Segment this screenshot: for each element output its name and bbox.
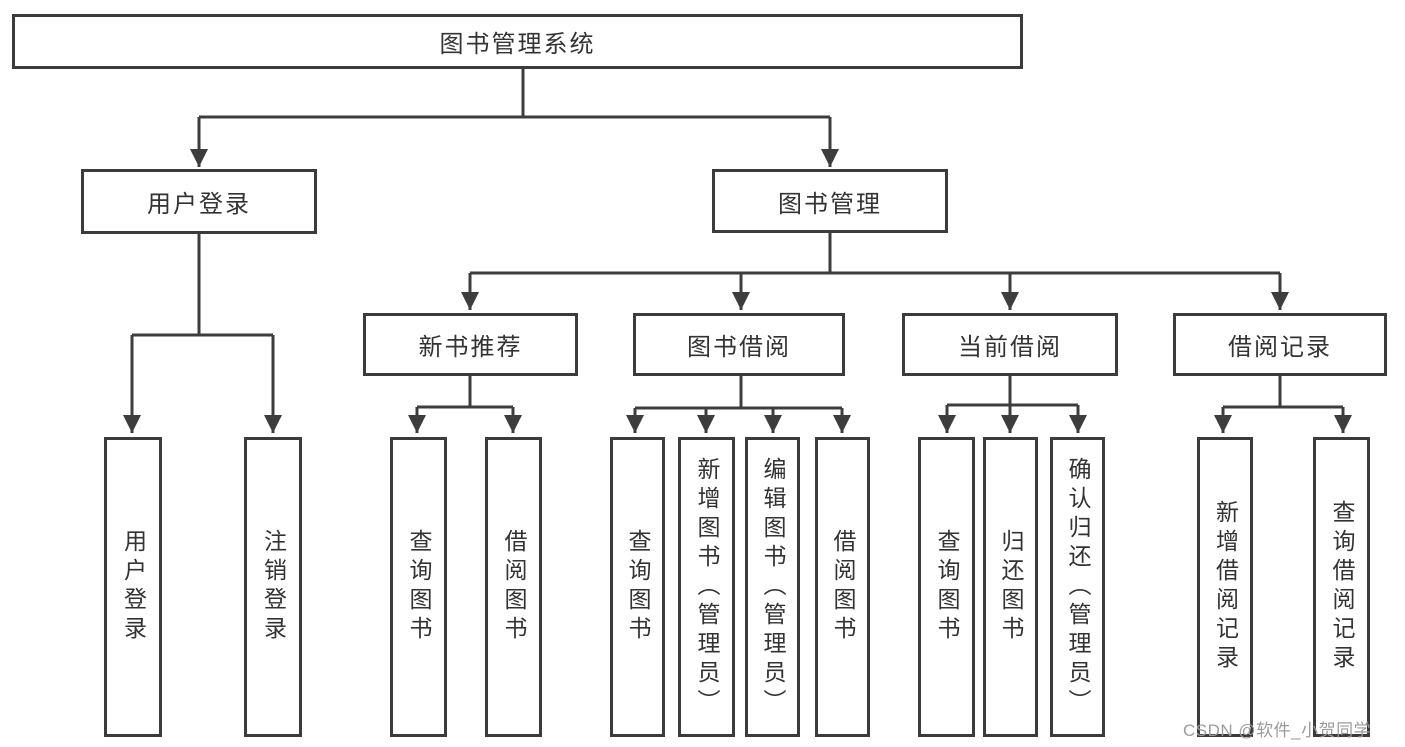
node-new-book-recommend-label: 新书推荐 xyxy=(418,334,523,361)
node-library-system: 图书管理系统 xyxy=(12,14,1023,69)
leaf-borrow-books-1-label: 借阅图书 xyxy=(501,529,527,645)
leaf-user-login-label: 用户登录 xyxy=(120,529,147,645)
leaf-logout-label: 注销登录 xyxy=(260,529,287,645)
node-book-management: 图书管理 xyxy=(712,169,948,233)
leaf-edit-books-admin-label: 编辑图书（管理员） xyxy=(760,456,786,718)
leaf-query-books-3-label: 查询图书 xyxy=(934,529,960,645)
leaf-add-borrow-record: 新增借阅记录 xyxy=(1197,437,1253,737)
leaf-query-books-2-label: 查询图书 xyxy=(625,529,651,645)
leaf-query-books-2: 查询图书 xyxy=(610,437,665,737)
leaf-query-books-3: 查询图书 xyxy=(918,437,975,737)
leaf-return-books: 归还图书 xyxy=(983,437,1038,737)
node-book-management-label: 图书管理 xyxy=(778,190,882,218)
leaf-logout: 注销登录 xyxy=(244,437,302,737)
leaf-add-borrow-record-label: 新增借阅记录 xyxy=(1212,500,1239,674)
node-user-login: 用户登录 xyxy=(81,169,317,234)
leaf-borrow-books-2-label: 借阅图书 xyxy=(830,529,856,645)
leaf-add-books-admin-label: 新增图书（管理员） xyxy=(694,456,720,718)
watermark: CSDN @软件_小贺同学 xyxy=(1183,721,1372,740)
node-new-book-recommend: 新书推荐 xyxy=(363,313,578,376)
node-current-borrow-label: 当前借阅 xyxy=(958,334,1062,361)
node-book-borrow: 图书借阅 xyxy=(633,313,845,376)
node-current-borrow: 当前借阅 xyxy=(902,313,1118,376)
node-library-system-label: 图书管理系统 xyxy=(439,31,596,58)
leaf-confirm-return-admin-label: 确认归还（管理员） xyxy=(1065,456,1091,718)
leaf-query-books-1-label: 查询图书 xyxy=(406,529,432,645)
leaf-confirm-return-admin: 确认归还（管理员） xyxy=(1050,437,1105,737)
leaf-query-borrow-record: 查询借阅记录 xyxy=(1313,437,1370,737)
leaf-query-books-1: 查询图书 xyxy=(390,437,447,737)
leaf-edit-books-admin: 编辑图书（管理员） xyxy=(745,437,800,737)
leaf-add-books-admin: 新增图书（管理员） xyxy=(678,437,735,737)
node-borrow-records: 借阅记录 xyxy=(1173,313,1387,376)
node-user-login-label: 用户登录 xyxy=(147,191,251,218)
node-book-borrow-label: 图书借阅 xyxy=(687,334,791,361)
leaf-borrow-books-2: 借阅图书 xyxy=(815,437,870,737)
leaf-user-login: 用户登录 xyxy=(104,437,162,737)
leaf-return-books-label: 归还图书 xyxy=(998,529,1024,645)
leaf-borrow-books-1: 借阅图书 xyxy=(485,437,542,737)
leaf-query-borrow-record-label: 查询借阅记录 xyxy=(1329,500,1355,674)
node-borrow-records-label: 借阅记录 xyxy=(1228,334,1332,361)
